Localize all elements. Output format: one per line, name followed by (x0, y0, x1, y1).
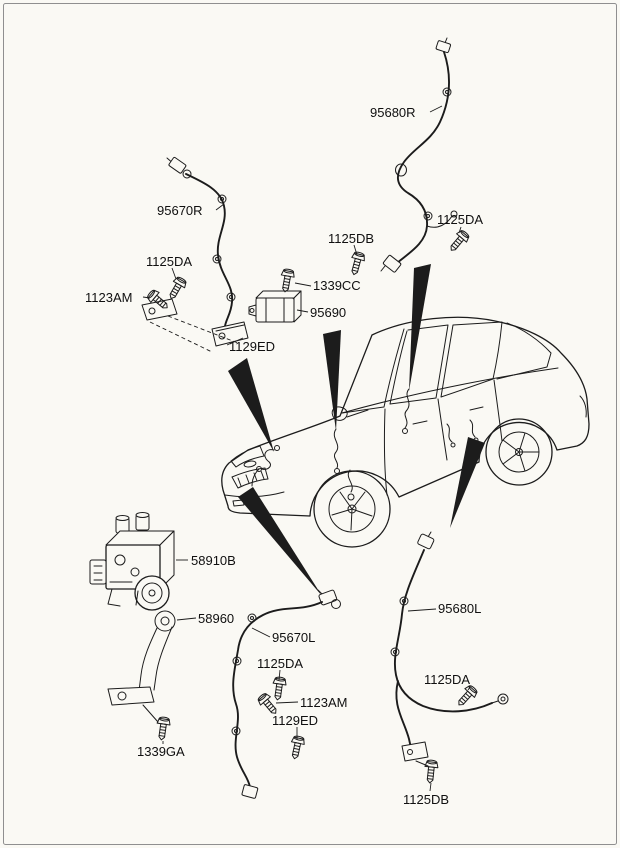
label-1339GA: 1339GA (137, 744, 185, 759)
label-1125DB-top: 1125DB (328, 231, 374, 246)
label-1125DA-bottom-mid: 1125DA (257, 656, 303, 671)
label-1125DB-bottom: 1125DB (403, 792, 449, 807)
pointer-wedge-cowl (323, 330, 341, 431)
bolt-1125DA-top-left (164, 274, 189, 303)
label-1125DA-top-right: 1125DA (437, 212, 483, 227)
label-1129ED-bottom: 1129ED (272, 713, 318, 728)
leader-lines (142, 105, 471, 792)
label-1125DA-top-left: 1125DA (146, 254, 192, 269)
bracket-58960 (107, 610, 176, 723)
sensor-wire-95670L (231, 589, 341, 799)
sensor-wire-95680L (390, 531, 509, 767)
bolt-1125DA-bottom-mid (270, 675, 288, 702)
label-1129ED-left: 1129ED (229, 339, 275, 354)
front-wheel (313, 470, 391, 548)
abs-unit-58910B (89, 512, 175, 611)
page-border (3, 3, 617, 845)
label-95680R: 95680R (370, 105, 416, 120)
bolt-1339CC (278, 267, 296, 294)
label-58960: 58960 (198, 611, 234, 626)
module-95690 (248, 290, 302, 323)
bolt-1125DB-bottom (422, 759, 440, 785)
label-1339CC: 1339CC (313, 278, 361, 293)
pointer-wedge-front-lower (238, 487, 322, 596)
bolt-1125DA-bottom-right (453, 683, 480, 710)
label-95680L: 95680L (438, 601, 481, 616)
pointer-wedge-rear-lower (450, 437, 485, 528)
rear-wheel (485, 418, 553, 486)
label-1123AM-left: 1123AM (85, 290, 132, 305)
sensor-wire-95680R (380, 37, 458, 273)
pointer-wedge-front (228, 358, 274, 452)
label-95670L: 95670L (272, 630, 315, 645)
label-1125DA-bottom-right: 1125DA (424, 672, 470, 687)
part-labels: 95680R 95670R 1125DA 1123AM 1339CC 95690… (85, 105, 483, 807)
sensor-wire-95670R (166, 156, 249, 347)
label-95690: 95690 (310, 305, 346, 320)
car-illustration (221, 316, 590, 548)
pointer-wedge-rear (409, 264, 431, 391)
in-car-harness (251, 388, 479, 501)
pointer-wedges (228, 264, 485, 596)
label-1123AM-bottom: 1123AM (300, 695, 347, 710)
bolt-1125DA-top-right (445, 228, 472, 255)
label-95670R: 95670R (157, 203, 203, 218)
label-58910B: 58910B (191, 553, 236, 568)
bolt-1339GA (154, 715, 172, 742)
mounting-plate-left (141, 298, 239, 353)
